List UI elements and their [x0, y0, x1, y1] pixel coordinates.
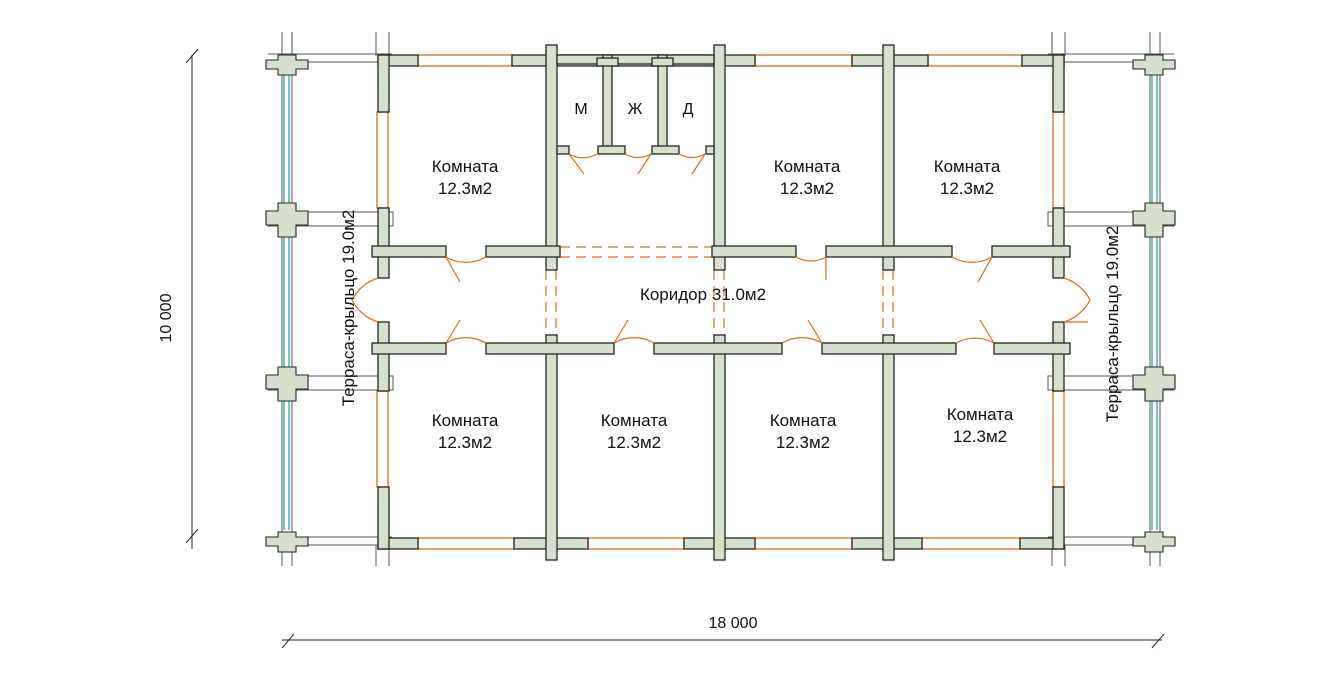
room-bottom-2: Комната 12.3м2 — [601, 411, 668, 452]
room-bottom-1: Комната 12.3м2 — [432, 411, 499, 452]
room-bottom-2-name: Комната — [601, 411, 668, 430]
room-bottom-4-area: 12.3м2 — [953, 427, 1007, 446]
width-dimension-label: 18 000 — [709, 615, 758, 632]
room-top-left-name: Комната — [432, 157, 499, 176]
room-top-right-area: 12.3м2 — [940, 179, 994, 198]
room-bottom-4: Комната 12.3м2 — [947, 405, 1014, 446]
posts — [265, 54, 1176, 553]
room-top-right: Комната 12.3м2 — [934, 157, 1001, 198]
room-bottom-4-name: Комната — [947, 405, 1014, 424]
height-dimension-label: 10 000 — [158, 293, 175, 342]
room-top-mid-area: 12.3м2 — [780, 179, 834, 198]
corridor-label: Коридор 31.0м2 — [640, 285, 766, 304]
wc-kids-label: Д — [683, 101, 694, 118]
room-top-left: Комната 12.3м2 — [432, 157, 499, 198]
room-bottom-3-area: 12.3м2 — [776, 433, 830, 452]
room-bottom-3-name: Комната — [770, 411, 837, 430]
room-bottom-2-area: 12.3м2 — [607, 433, 661, 452]
terrace-left-frame — [267, 32, 394, 566]
room-top-left-area: 12.3м2 — [438, 179, 492, 198]
room-top-mid-name: Комната — [774, 157, 841, 176]
terrace-left-label: Терраса-крыльцо 19.0м2 — [339, 210, 358, 407]
room-bottom-1-name: Комната — [432, 411, 499, 430]
wc-men-label: М — [574, 101, 587, 118]
wc-women-label: Ж — [628, 101, 643, 118]
room-top-mid: Комната 12.3м2 — [774, 157, 841, 198]
room-bottom-1-area: 12.3м2 — [438, 433, 492, 452]
terrace-right-label: Терраса-крыльцо 19.0м2 — [1103, 226, 1122, 423]
room-bottom-3: Комната 12.3м2 — [770, 411, 837, 452]
dimension-width: 18 000 — [281, 615, 1165, 649]
walls — [371, 44, 1071, 561]
room-top-right-name: Комната — [934, 157, 1001, 176]
doors — [351, 153, 1091, 344]
dimension-height: 10 000 — [158, 48, 199, 549]
corridor-partitions — [545, 246, 894, 335]
windows — [376, 54, 1065, 550]
